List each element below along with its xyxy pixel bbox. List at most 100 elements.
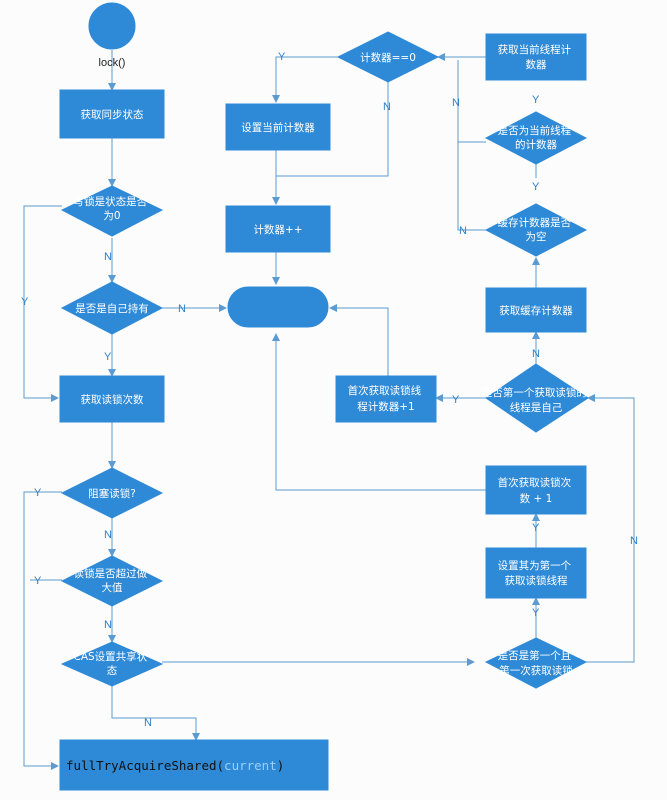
is-current-thread-label: 是否为当前线程 的计数器 xyxy=(498,124,575,151)
label-y-write: Y xyxy=(21,296,29,308)
edge-firstcounter-to-merge xyxy=(329,304,389,376)
edge-cas-no xyxy=(111,686,200,741)
label-n-block: N xyxy=(104,529,112,541)
first-and-first-diamond xyxy=(484,637,588,689)
get-read-count-label: 获取读锁次数 xyxy=(81,393,144,406)
full-try-open: ( xyxy=(217,758,225,773)
label-n-exceed: N xyxy=(104,619,112,631)
label-n-thread: N xyxy=(452,97,460,109)
label-n-firstfirst: N xyxy=(630,535,638,547)
counter-zero-diamond xyxy=(336,31,440,83)
is-current-thread-line2: 的计数器 xyxy=(515,138,557,151)
edge-thread-no xyxy=(457,60,486,143)
full-try-name: fullTryAcquireShared xyxy=(66,758,217,773)
first-thread-counter-label: 首次获取读锁线 程计数器+1 xyxy=(348,384,425,413)
set-first-reader-line1: 设置其为第一个 xyxy=(498,559,572,572)
cache-empty-diamond xyxy=(484,203,588,257)
label-y-firstfirst: Y xyxy=(532,607,540,619)
first-read-count-label: 首次获取读锁次 数 + 1 xyxy=(498,476,575,505)
block-read-label: 阻塞读锁? xyxy=(88,487,136,500)
first-and-first-label: 是否是第一个且 第一次获取读锁 xyxy=(498,649,575,677)
get-cache-counter-box xyxy=(485,287,587,333)
label-y-held: Y xyxy=(104,351,112,363)
label-n-counter: N xyxy=(383,101,391,113)
first-read-count-line2: 数 + 1 xyxy=(520,492,553,505)
nodes: lock() 获取同步状态 写锁是状态是否 为0 是否是自己持有 获取读锁次数 … xyxy=(59,2,590,791)
cache-empty-label: 缓存计数器是否 为空 xyxy=(498,216,575,243)
counter-inc-box xyxy=(225,205,331,253)
write-lock-zero-label: 写锁是状态是否 为0 xyxy=(74,195,151,222)
edge-write-yes xyxy=(23,205,62,402)
label-n-firstreader: N xyxy=(532,348,540,360)
read-exceed-label: 读锁是否超过做 大值 xyxy=(74,567,151,594)
full-try-box xyxy=(59,739,329,791)
write-lock-zero-line1: 写锁是状态是否 xyxy=(74,195,148,208)
counter-zero-label: 计数器==0 xyxy=(360,51,416,64)
set-first-reader-box xyxy=(485,547,587,599)
edge-firstfirst-no xyxy=(586,394,635,663)
cache-empty-line1: 缓存计数器是否 xyxy=(498,216,572,229)
label-y-thread: Y xyxy=(532,94,540,106)
read-exceed-line2: 大值 xyxy=(102,581,123,594)
edge-cache-no xyxy=(457,140,486,231)
first-reader-label: 是否第一个获取读锁的 线程是自己 xyxy=(482,386,590,414)
first-thread-counter-box xyxy=(335,375,437,423)
full-try-label: fullTryAcquireShared(current) xyxy=(66,758,284,773)
is-current-thread-diamond xyxy=(484,111,588,165)
first-read-count-line1: 首次获取读锁次 xyxy=(498,476,572,489)
write-lock-zero-line2: 为0 xyxy=(103,210,120,222)
write-lock-zero-diamond xyxy=(60,185,164,237)
label-n-write: N xyxy=(104,251,112,263)
is-current-thread-line1: 是否为当前线程 xyxy=(498,124,572,137)
label-y-counter: Y xyxy=(278,51,286,63)
get-thread-counter-box xyxy=(485,33,587,81)
block-read-diamond xyxy=(60,467,164,519)
get-thread-counter-line2: 数器 xyxy=(526,58,547,71)
first-thread-counter-line1: 首次获取读锁线 xyxy=(348,384,422,397)
get-read-count-box xyxy=(59,375,165,423)
first-read-count-box xyxy=(485,465,587,515)
label-n-held: N xyxy=(178,303,186,315)
edge-counter-no xyxy=(276,82,389,177)
full-try-close: ) xyxy=(277,758,285,773)
edge-counter-yes xyxy=(272,56,338,103)
label-y-block: Y xyxy=(34,487,42,499)
first-reader-line2: 线程是自己 xyxy=(510,401,563,414)
read-exceed-diamond xyxy=(60,555,164,607)
first-reader-diamond xyxy=(485,363,589,433)
label-y-setfirst: Y xyxy=(532,522,540,534)
held-by-self-diamond xyxy=(60,281,164,335)
first-and-first-line2: 第一次获取读锁 xyxy=(499,664,573,677)
set-current-counter-box xyxy=(225,103,331,151)
set-current-counter-label: 设置当前计数器 xyxy=(241,121,315,134)
first-and-first-line1: 是否是第一个且 xyxy=(498,649,572,662)
first-thread-counter-line2: 程计数器+1 xyxy=(357,400,414,413)
counter-inc-label: 计数器++ xyxy=(253,223,302,236)
cas-set-shared-label: CAS设置共享状 态 xyxy=(73,650,150,677)
merge-terminal xyxy=(227,286,329,328)
label-y-cache: Y xyxy=(532,181,540,193)
cache-empty-line2: 为空 xyxy=(526,230,547,243)
label-y-exceed: Y xyxy=(34,575,42,587)
lock-label: lock() xyxy=(99,57,126,69)
first-reader-line1: 是否第一个获取读锁的 xyxy=(482,386,587,399)
get-sync-state-box xyxy=(59,89,165,139)
cas-line2: 态 xyxy=(107,664,118,677)
get-cache-counter-label: 获取缓存计数器 xyxy=(499,304,573,317)
full-try-arg: current xyxy=(224,758,277,773)
set-first-reader-line2: 获取读锁线程 xyxy=(505,574,568,587)
label-n-cas: N xyxy=(144,717,152,729)
set-first-reader-label: 设置其为第一个 获取读锁线程 xyxy=(498,559,575,587)
get-sync-state-label: 获取同步状态 xyxy=(81,108,144,121)
label-y-firstreader: Y xyxy=(452,394,460,406)
read-exceed-line1: 读锁是否超过做 xyxy=(74,567,148,580)
edge-block-yes xyxy=(23,491,62,770)
start-circle xyxy=(88,2,136,50)
get-thread-counter-label: 获取当前线程计 数器 xyxy=(498,43,575,71)
cas-set-shared-diamond xyxy=(60,641,164,687)
label-n-cache: N xyxy=(459,225,467,237)
edge-labels: Y N N Y Y N Y N N Y N Y N Y N N Y Y Y N xyxy=(21,51,638,729)
edge-firstcount-to-merge xyxy=(272,333,486,491)
